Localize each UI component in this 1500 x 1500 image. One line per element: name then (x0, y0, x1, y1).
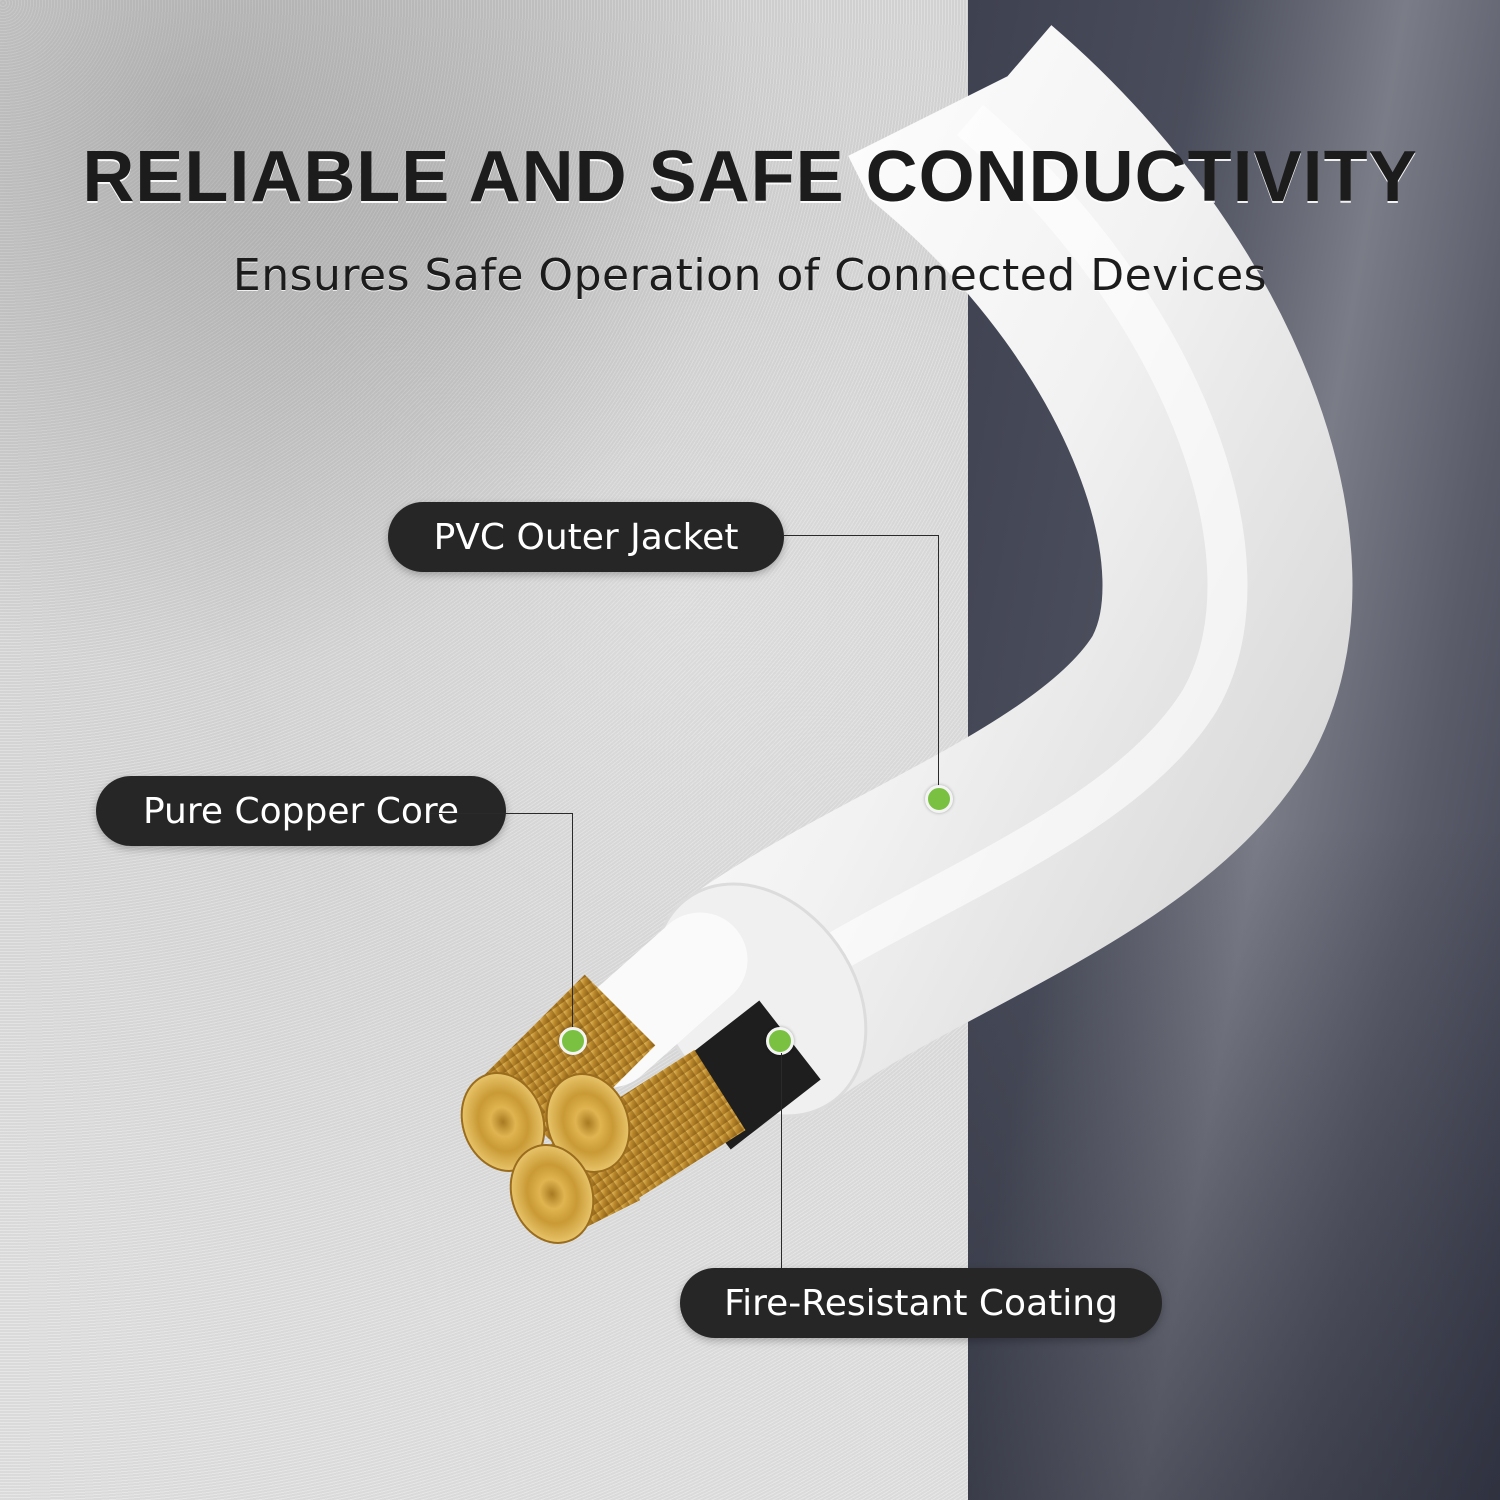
subheadline: Ensures Safe Operation of Connected Devi… (232, 250, 1268, 301)
leader-line (430, 813, 572, 814)
callout-pvc-outer-jacket: PVC Outer Jacket (388, 502, 784, 572)
callout-label: PVC Outer Jacket (433, 516, 739, 558)
callout-pure-copper-core: Pure Copper Core (96, 776, 506, 846)
callout-label: Pure Copper Core (142, 790, 460, 832)
leader-line (938, 535, 939, 787)
textured-wall-background (0, 0, 968, 1500)
callout-fire-resistant-coating: Fire-Resistant Coating (680, 1268, 1162, 1338)
marker-dot-icon (925, 785, 953, 813)
leader-line (781, 1053, 782, 1280)
callout-label: Fire-Resistant Coating (724, 1282, 1118, 1324)
marker-dot-icon (559, 1027, 587, 1055)
headline: RELIABLE AND SAFE CONDUCTIVITY (82, 137, 1418, 217)
marker-dot-icon (766, 1027, 794, 1055)
leader-line (784, 535, 938, 536)
leader-line (572, 813, 573, 1028)
